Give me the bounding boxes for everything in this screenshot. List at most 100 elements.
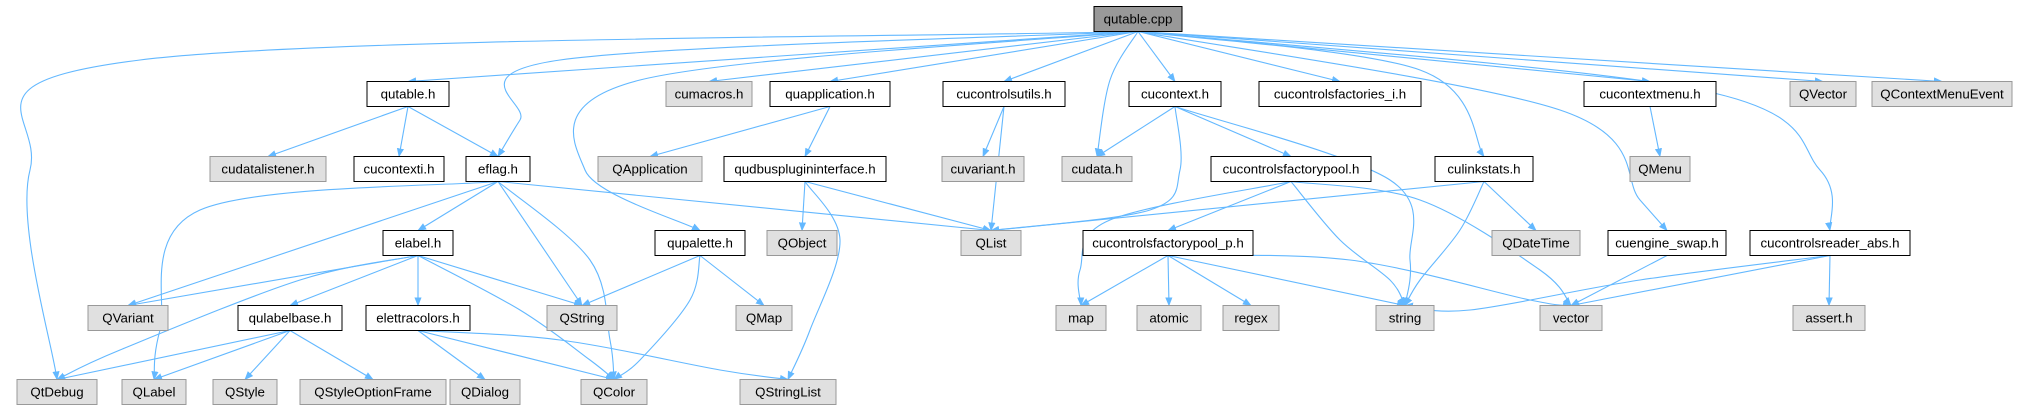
node-culinkstats_h[interactable]: culinkstats.h (1434, 156, 1534, 182)
node-label: cuvariant.h (950, 162, 1015, 177)
edge-qutable_cpp-to-cucontrolsfactories_i_h (1137, 30, 1341, 84)
node-box[interactable] (723, 156, 887, 182)
node-box[interactable] (942, 81, 1066, 107)
node-label: cudata.h (1071, 162, 1122, 177)
node-label: QVector (1799, 87, 1848, 102)
node-label: cucontrolsfactories_i.h (1274, 87, 1406, 102)
node-cuengine_swap_h[interactable]: cuengine_swap.h (1607, 230, 1727, 256)
node-box (16, 379, 98, 405)
edge-qutable_cpp-to-eflag_h (497, 30, 1139, 158)
node-qulabelbase_h[interactable]: qulabelbase.h (237, 305, 343, 331)
node-box (1789, 81, 1857, 107)
node-box[interactable] (237, 305, 343, 331)
node-box[interactable] (1258, 81, 1422, 107)
node-QList: QList (960, 230, 1022, 256)
node-quapplication_h[interactable]: quapplication.h (769, 81, 891, 107)
node-label: QString (559, 311, 604, 326)
node-box[interactable] (365, 305, 471, 331)
node-box (766, 230, 838, 256)
node-label: cucontrolsreader_abs.h (1761, 236, 1900, 251)
edge-qutable_h-to-cucontexti_h (396, 106, 409, 158)
node-cucontext_h[interactable]: cucontext.h (1128, 81, 1222, 107)
node-box[interactable] (1082, 230, 1254, 256)
node-box[interactable] (1607, 230, 1727, 256)
node-box (1491, 230, 1581, 256)
edge-eflag_h-to-QVariant (127, 180, 499, 307)
node-box[interactable] (1749, 230, 1911, 256)
node-QStyle: QStyle (212, 379, 278, 405)
edge-cucontrolsfactorypool_h-to-map (1077, 180, 1292, 307)
node-box (1055, 305, 1107, 331)
node-box[interactable] (769, 81, 891, 107)
node-box[interactable] (1210, 156, 1372, 182)
node-box[interactable] (1583, 81, 1717, 107)
node-QVector: QVector (1789, 81, 1857, 107)
node-box (87, 305, 169, 331)
edge-quapplication_h-to-QApplication (649, 105, 831, 158)
node-label: eflag.h (478, 162, 518, 177)
edge-quapplication_h-to-qudbusplugininterface_h (804, 106, 831, 158)
node-elettracolors_h[interactable]: elettracolors.h (365, 305, 471, 331)
edge-qutable_cpp-to-cucontrolsutils_h (1003, 30, 1139, 83)
node-elabel_h[interactable]: elabel.h (382, 230, 454, 256)
node-box (735, 305, 793, 331)
edge-cucontrolsfactorypool_p_h-to-atomic (1165, 255, 1173, 307)
node-box[interactable] (1128, 81, 1222, 107)
edge-elabel_h-to-QString (417, 254, 583, 307)
node-box[interactable] (366, 81, 450, 107)
node-cucontrolsfactorypool_h[interactable]: cucontrolsfactorypool.h (1210, 156, 1372, 182)
node-cudata_h: cudata.h (1061, 156, 1133, 182)
edge-eflag_h-to-QColor (497, 181, 617, 381)
edge-elabel_h-to-qulabelbase_h (289, 254, 419, 307)
node-box (1792, 305, 1866, 331)
edge-qutable_cpp-to-QtDebug (20, 30, 1139, 381)
node-cucontrolsutils_h[interactable]: cucontrolsutils.h (942, 81, 1066, 107)
node-box (739, 379, 837, 405)
node-assert_h: assert.h (1792, 305, 1866, 331)
node-box[interactable] (353, 156, 445, 182)
edge-qupalette_h-to-QColor (613, 255, 701, 381)
node-label: cucontrolsfactorypool.h (1223, 162, 1360, 177)
node-box (1375, 305, 1435, 331)
node-qudbusplugininterface_h[interactable]: qudbusplugininterface.h (723, 156, 887, 182)
node-QVariant: QVariant (87, 305, 169, 331)
node-cucontextmenu_h[interactable]: cucontextmenu.h (1583, 81, 1717, 107)
node-cucontrolsfactories_i_h[interactable]: cucontrolsfactories_i.h (1258, 81, 1422, 107)
node-cucontrolsreader_abs_h[interactable]: cucontrolsreader_abs.h (1749, 230, 1911, 256)
node-label: cucontrolsutils.h (956, 87, 1051, 102)
node-box[interactable] (654, 230, 746, 256)
node-box[interactable] (1093, 6, 1183, 32)
edge-qudbusplugininterface_h-to-QObject (798, 181, 807, 232)
node-box (546, 305, 618, 331)
node-label: string (1389, 311, 1422, 326)
node-qutable_cpp[interactable]: qutable.cpp (1093, 6, 1183, 32)
node-cucontrolsfactorypool_p_h[interactable]: cucontrolsfactorypool_p.h (1082, 230, 1254, 256)
node-box (121, 379, 187, 405)
node-box (597, 156, 703, 182)
edge-qutable_h-to-cudatalistener_h (267, 105, 409, 158)
edge-qulabelbase_h-to-QStyleOptionFrame (289, 330, 374, 380)
edge-eflag_h-to-QList (497, 180, 992, 234)
node-box[interactable] (465, 156, 531, 182)
node-label: culinkstats.h (1447, 162, 1520, 177)
edge-cucontrolsutils_h-to-cuvariant_h (982, 106, 1005, 158)
node-QColor: QColor (580, 379, 648, 405)
edge-elettracolors_h-to-QColor (417, 329, 615, 382)
node-box (1136, 305, 1202, 331)
node-box (665, 81, 753, 107)
node-label: qupalette.h (667, 236, 733, 251)
node-box[interactable] (1434, 156, 1534, 182)
node-eflag_h[interactable]: eflag.h (465, 156, 531, 182)
node-cucontexti_h[interactable]: cucontexti.h (353, 156, 445, 182)
node-qutable_h[interactable]: qutable.h (366, 81, 450, 107)
node-qupalette_h[interactable]: qupalette.h (654, 230, 746, 256)
node-box[interactable] (382, 230, 454, 256)
node-QtDebug: QtDebug (16, 379, 98, 405)
edge-culinkstats_h-to-QList (990, 180, 1485, 234)
node-label: qudbusplugininterface.h (734, 162, 875, 177)
node-label: QStyleOptionFrame (314, 385, 432, 400)
edge-cucontrolsfactorypool_p_h-to-string (1167, 254, 1406, 308)
node-string: string (1375, 305, 1435, 331)
node-label: qutable.cpp (1104, 12, 1173, 27)
